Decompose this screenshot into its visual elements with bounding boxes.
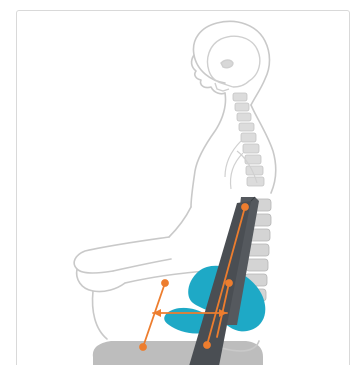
skull [208, 36, 260, 91]
posture-illustration [17, 11, 350, 365]
illustration-frame [16, 10, 350, 365]
seat-cushion [93, 341, 263, 365]
spine [233, 93, 264, 186]
